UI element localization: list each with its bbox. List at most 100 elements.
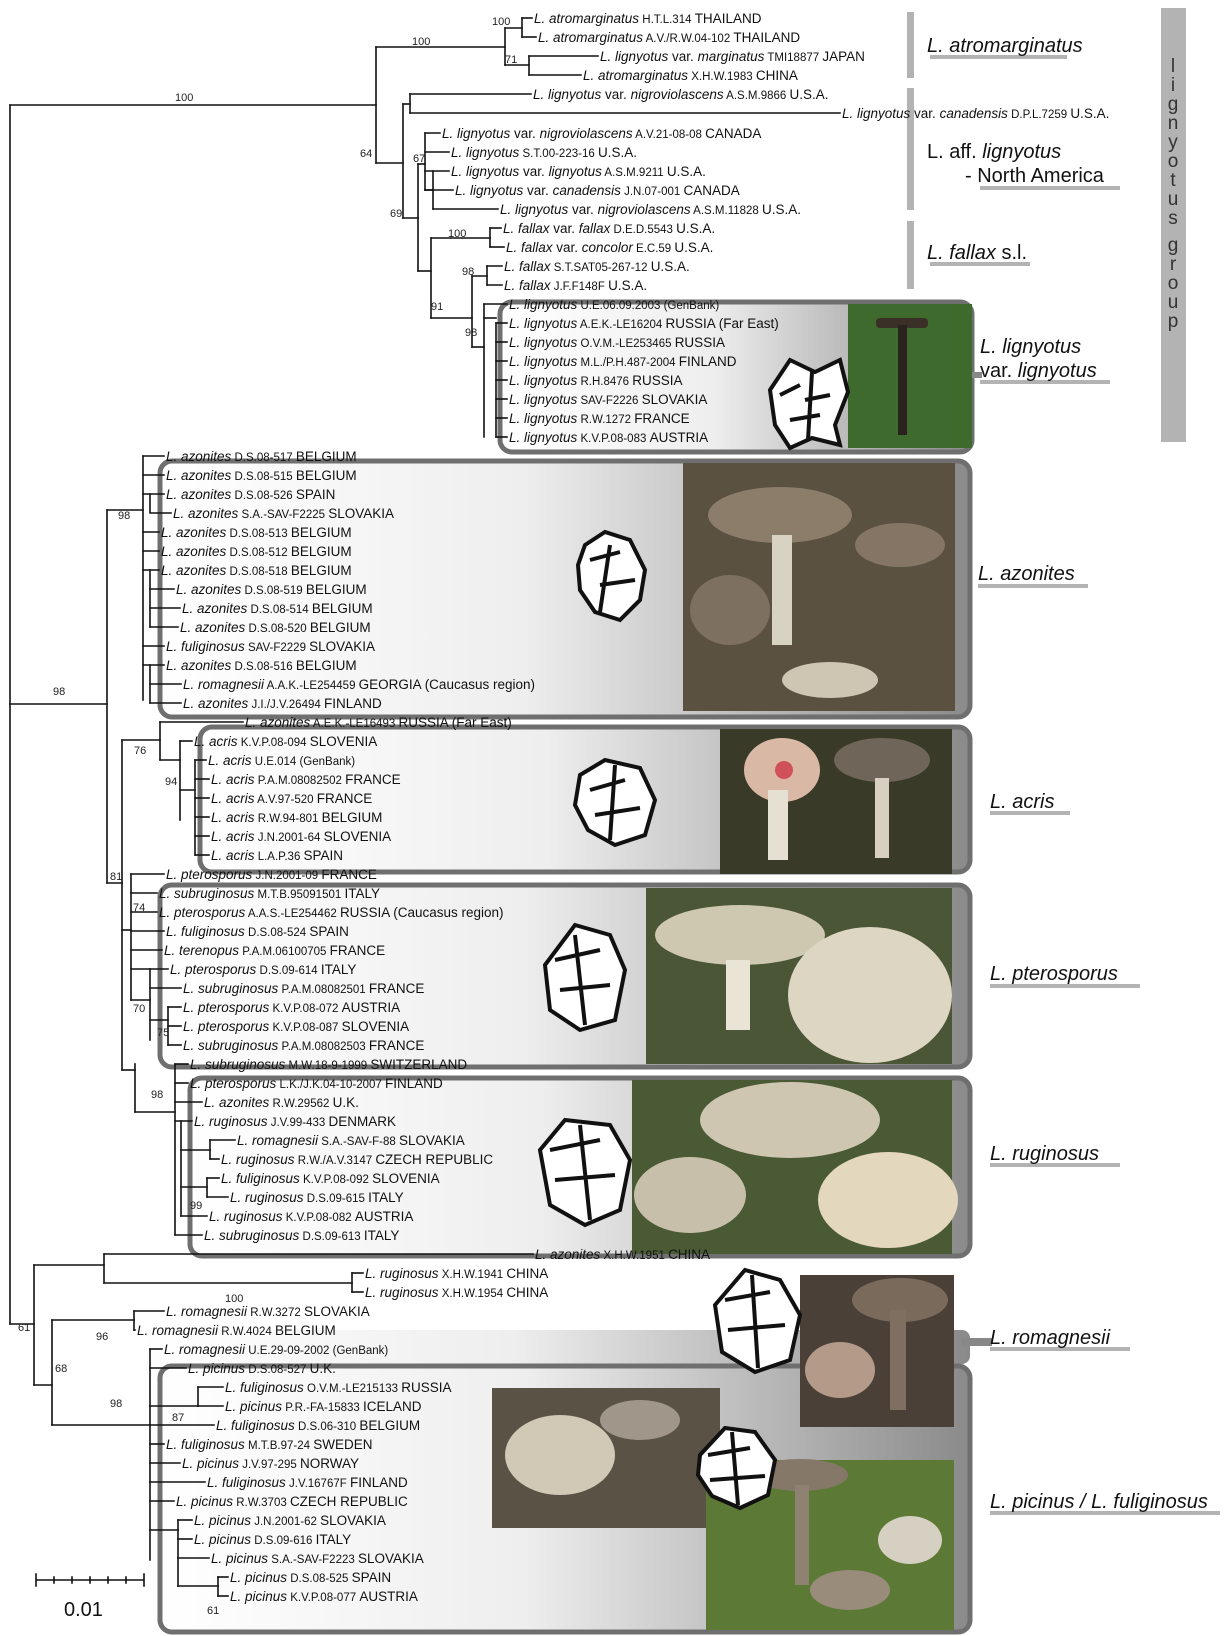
clade-label: L. pterosporus (990, 963, 1118, 985)
taxon-label: L. azonites J.I./J.V.26494 FINLAND (183, 696, 382, 711)
taxon-label: L. lignyotus SAV-F2226 SLOVAKIA (509, 392, 707, 407)
taxon-label: L. azonites D.S.08-517 BELGIUM (166, 449, 357, 464)
taxon-label: L. azonites D.S.08-520 BELGIUM (180, 620, 371, 635)
bootstrap-value: 87 (172, 1412, 184, 1424)
taxon-label: L. lignyotus R.W.1272 FRANCE (509, 411, 690, 426)
taxon-label: L. acris R.W.94-801 BELGIUM (211, 810, 382, 825)
bootstrap-value: 100 (492, 16, 510, 28)
bootstrap-value: 91 (431, 301, 443, 313)
taxon-label: L. picinus K.V.P.08-077 AUSTRIA (230, 1589, 418, 1604)
taxon-label: L. azonites D.S.08-515 BELGIUM (166, 468, 357, 483)
bootstrap-value: 94 (165, 776, 177, 788)
clade-label: L. picinus / L. fuliginosus (990, 1491, 1208, 1513)
taxon-label: L. azonites D.S.08-516 BELGIUM (166, 658, 357, 673)
clade-label: L. atromarginatus (927, 35, 1083, 57)
scale-bar (36, 1574, 144, 1586)
bootstrap-value: 98 (110, 1398, 122, 1410)
bootstrap-value: 100 (225, 1293, 243, 1305)
taxon-label: L. lignyotus R.H.8476 RUSSIA (509, 373, 683, 388)
bootstrap-value: 67 (413, 153, 425, 165)
taxon-label: L. acris P.A.M.08082502 FRANCE (211, 772, 401, 787)
taxon-label: L. lignyotus var. nigroviolascens A.S.M.… (500, 202, 801, 217)
group-label-letter: g (1168, 235, 1179, 256)
taxon-label: L. ruginosus X.H.W.1941 CHINA (365, 1266, 548, 1281)
taxon-label: L. lignyotus var. canadensis D.P.L.7259 … (842, 106, 1109, 121)
taxon-label: L. fallax J.F.F148F U.S.A. (504, 278, 647, 293)
taxon-label: L. fuliginosus SAV-F2229 SLOVAKIA (166, 639, 375, 654)
taxon-label: L. lignyotus M.L./P.H.487-2004 FINLAND (509, 354, 737, 369)
group-label-letter: y (1168, 132, 1178, 153)
bootstrap-value: 70 (133, 1003, 145, 1015)
clade-label: L. acris (990, 791, 1054, 813)
taxon-label: L. lignyotus var. lignyotus A.S.M.9211 U… (451, 164, 706, 179)
taxon-label: L. picinus D.S.08-525 SPAIN (230, 1570, 391, 1585)
taxon-label: L. subruginosus P.A.M.08082503 FRANCE (183, 1038, 424, 1053)
group-label-letter: n (1168, 113, 1179, 134)
taxon-label: L. fuliginosus D.S.06-310 BELGIUM (216, 1418, 420, 1433)
clade-label: L. ruginosus (990, 1143, 1099, 1165)
taxon-label: L. atromarginatus X.H.W.1983 CHINA (583, 68, 798, 83)
taxon-label: L. picinus S.A.-SAV-F2223 SLOVAKIA (211, 1551, 424, 1566)
taxon-label: L. lignyotus var. marginatus TMI18877 JA… (600, 49, 865, 64)
group-label-letter: u (1168, 292, 1179, 313)
taxon-label: L. azonites R.W.29562 U.K. (204, 1095, 359, 1110)
taxon-label: L. fuliginosus J.V.16767F FINLAND (207, 1475, 408, 1490)
taxon-label: L. subruginosus M.W.18-9-1999 SWITZERLAN… (190, 1057, 467, 1072)
taxon-label: L. azonites D.S.08-518 BELGIUM (161, 563, 352, 578)
bootstrap-value: 64 (360, 148, 372, 160)
taxon-label: L. picinus D.S.09-616 ITALY (194, 1532, 351, 1547)
taxon-label: L. picinus J.N.2001-62 SLOVAKIA (194, 1513, 386, 1528)
taxon-label: L. lignyotus var. canadensis J.N.07-001 … (455, 183, 740, 198)
taxon-label: L. romagnesii R.W.3272 SLOVAKIA (166, 1304, 370, 1319)
taxon-label: L. pterosporus A.A.S.-LE254462 RUSSIA (C… (159, 905, 504, 920)
bootstrap-value: 69 (390, 208, 402, 220)
group-label-letter: t (1170, 170, 1176, 191)
taxon-label: L. azonites S.A.-SAV-F2225 SLOVAKIA (173, 506, 394, 521)
taxon-label: L. lignyotus S.T.00-223-16 U.S.A. (451, 145, 637, 160)
clade-label: L. romagnesii (990, 1327, 1111, 1349)
bootstrap-value: 75 (157, 1027, 169, 1039)
bootstrap-value: 96 (96, 1331, 108, 1343)
group-label-letter: s (1168, 208, 1178, 229)
taxon-label: L. picinus D.S.08-527 U.K. (188, 1361, 336, 1376)
bootstrap-value: 98 (53, 686, 65, 698)
taxon-label: L. pterosporus K.V.P.08-072 AUSTRIA (183, 1000, 400, 1015)
taxon-label: L. subruginosus D.S.09-613 ITALY (204, 1228, 399, 1243)
taxon-label: L. azonites A.E.K.-LE16493 RUSSIA (Far E… (245, 715, 512, 730)
taxon-label: L. ruginosus J.V.99-433 DENMARK (194, 1114, 396, 1129)
taxon-label: L. azonites D.S.08-519 BELGIUM (176, 582, 367, 597)
taxon-label: L. fallax var. fallax D.E.D.5543 U.S.A. (503, 221, 715, 236)
bootstrap-value: 76 (134, 745, 146, 757)
bootstrap-value: 100 (175, 92, 193, 104)
clade-label: - North America (965, 165, 1105, 187)
bootstrap-value: 61 (18, 1322, 30, 1334)
clade-label: L. lignyotus (980, 336, 1081, 358)
taxon-label: L. ruginosus K.V.P.08-082 AUSTRIA (209, 1209, 413, 1224)
taxon-label: L. acris L.A.P.36 SPAIN (211, 848, 343, 863)
taxon-label: L. ruginosus R.W./A.V.3147 CZECH REPUBLI… (221, 1152, 493, 1167)
taxon-label: L. lignyotus var. nigroviolascens A.S.M.… (533, 87, 829, 102)
taxon-label: L. acris U.E.014 (GenBank) (208, 753, 355, 768)
taxon-label: L. acris A.V.97-520 FRANCE (211, 791, 372, 806)
taxon-label: L. romagnesii S.A.-SAV-F-88 SLOVAKIA (237, 1133, 465, 1148)
taxon-label: L. pterosporus D.S.09-614 ITALY (170, 962, 356, 977)
bootstrap-value: 61 (207, 1605, 219, 1617)
group-label-letter: u (1168, 189, 1179, 210)
group-label-letter: g (1168, 94, 1179, 115)
scale-bar-label: 0.01 (64, 1599, 103, 1621)
taxon-label: L. pterosporus L.K./J.K.04-10-2007 FINLA… (190, 1076, 443, 1091)
taxon-label: L. atromarginatus A.V./R.W.04-102 THAILA… (538, 30, 800, 45)
bootstrap-value: 98 (151, 1089, 163, 1101)
bootstrap-value: 71 (505, 54, 517, 66)
taxon-label: L. fuliginosus O.V.M.-LE215133 RUSSIA (225, 1380, 451, 1395)
taxon-label: L. picinus P.R.-FA-15833 ICELAND (225, 1399, 422, 1414)
taxon-label: L. ruginosus X.H.W.1954 CHINA (365, 1285, 548, 1300)
taxon-label: L. lignyotus A.E.K.-LE16204 RUSSIA (Far … (509, 316, 779, 331)
taxon-label: L. azonites D.S.08-514 BELGIUM (182, 601, 373, 616)
taxon-label: L. romagnesii U.E.29-09-2002 (GenBank) (164, 1342, 388, 1357)
taxon-label: L. azonites X.H.W.1951 CHINA (535, 1247, 710, 1262)
taxon-label: L. romagnesii A.A.K.-LE254459 GEORGIA (C… (183, 677, 535, 692)
taxon-label: L. fuliginosus D.S.08-524 SPAIN (166, 924, 349, 939)
bootstrap-value: 100 (412, 36, 430, 48)
taxon-label: L. fuliginosus M.T.B.97-24 SWEDEN (166, 1437, 372, 1452)
